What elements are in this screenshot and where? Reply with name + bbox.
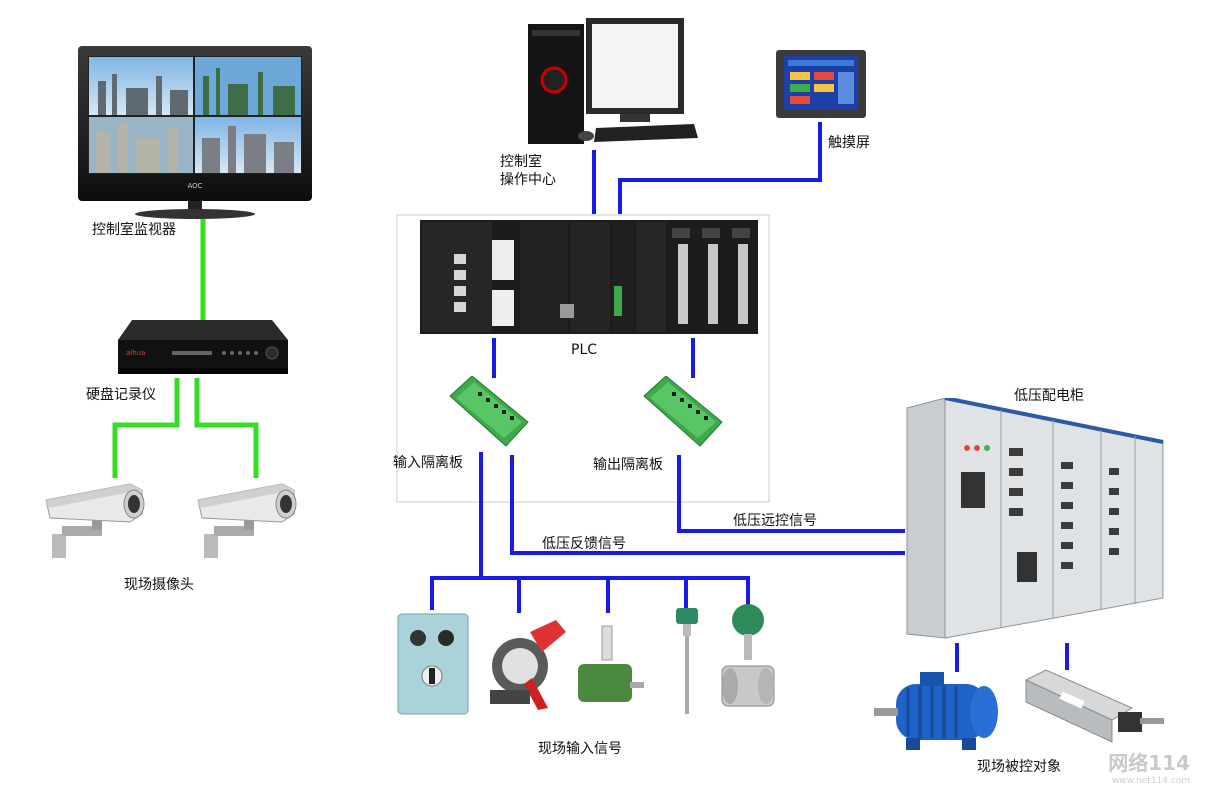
input-board-label: 输入隔离板: [393, 455, 463, 471]
pneumatic-cylinder: [1020, 668, 1166, 754]
remote-control-signal-label: 低压远控信号: [733, 513, 817, 529]
control-room-computer: [524, 16, 700, 152]
touch-screen-label: 触摸屏: [828, 135, 870, 151]
monitor-brand: AOC: [187, 182, 202, 190]
plc-enclosure-frame: [396, 214, 770, 503]
control-wires: [430, 122, 1069, 672]
dvr-brand: alhua: [126, 349, 145, 357]
hard-disk-recorder: alhua: [112, 318, 290, 380]
control-room-monitor: AOC: [78, 46, 312, 221]
output-board-label: 输出隔离板: [593, 457, 663, 473]
plc-rack: [420, 220, 758, 334]
vortex-flowmeter: [718, 602, 778, 720]
watermark: 网络114 www.net114.com: [1108, 747, 1190, 786]
temperature-sensor: [672, 606, 702, 716]
cctv-wires: [112, 219, 259, 478]
deviation-switch: [574, 624, 646, 708]
cabinet-label: 低压配电柜: [1014, 388, 1084, 404]
control-room-label: 控制室 操作中心: [500, 154, 556, 188]
low-voltage-cabinet: [905, 396, 1165, 642]
input-isolation-board: [448, 375, 530, 448]
cameras-label: 现场摄像头: [124, 577, 194, 593]
field-input-label: 现场输入信号: [538, 741, 622, 757]
watermark-main: 网络114: [1108, 751, 1190, 775]
pull-cord-switch: [482, 612, 572, 712]
field-objects-label: 现场被控对象: [977, 759, 1061, 775]
electric-motor: [872, 670, 1004, 754]
field-camera-1: [44, 478, 148, 562]
field-control-box: [396, 612, 470, 716]
field-camera-2: [196, 478, 300, 562]
touch-screen: [776, 50, 866, 118]
plc-label: PLC: [571, 342, 598, 358]
dvr-label: 硬盘记录仪: [86, 387, 156, 403]
watermark-url: www.net114.com: [1111, 776, 1190, 786]
monitor-label: 控制室监视器: [92, 222, 176, 238]
feedback-signal-label: 低压反馈信号: [542, 536, 626, 552]
output-isolation-board: [642, 375, 724, 448]
